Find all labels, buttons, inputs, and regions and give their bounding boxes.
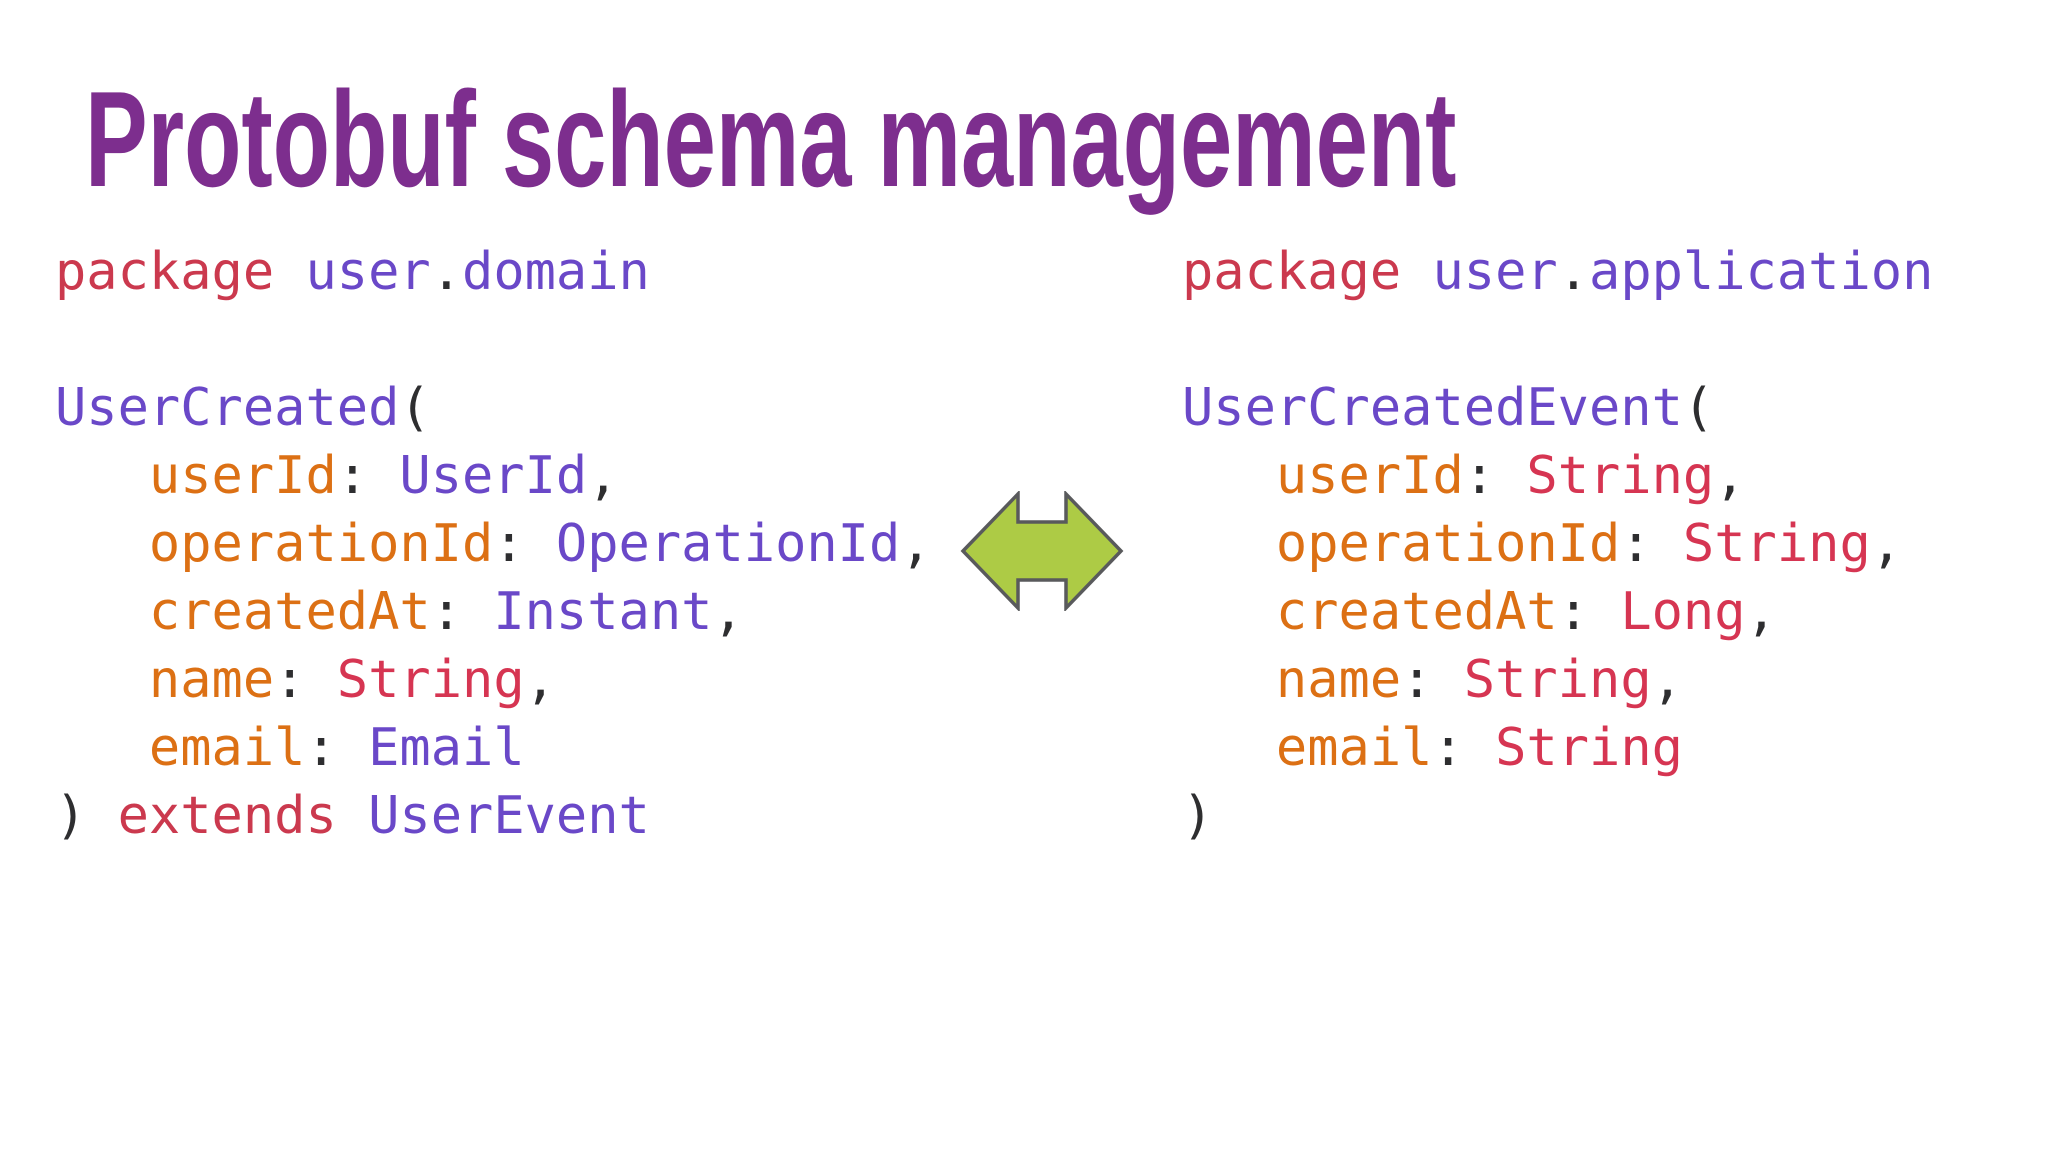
code-token-field: operationId	[148, 514, 494, 574]
code-line: )	[1182, 782, 1933, 850]
code-token-ident: Instant	[493, 582, 713, 642]
code-token-punct	[1182, 582, 1276, 642]
code-line	[55, 306, 932, 374]
code-token-punct: ,	[1651, 650, 1683, 710]
code-token-field: userId	[148, 446, 337, 506]
code-line: operationId: String,	[1182, 510, 1933, 578]
code-token-punct: :	[305, 718, 369, 778]
code-line: email: Email	[55, 714, 932, 782]
code-line: createdAt: Instant,	[55, 578, 932, 646]
code-token-builtin: String	[1463, 650, 1652, 710]
code-token-punct: :	[1620, 514, 1683, 574]
code-line: userId: String,	[1182, 442, 1933, 510]
code-token-punct: :	[1463, 446, 1527, 506]
code-token-punct	[1182, 718, 1276, 778]
code-token-punct: ,	[524, 650, 556, 710]
code-token-builtin: Long	[1620, 582, 1746, 642]
code-token-ident: user	[305, 242, 431, 302]
code-token-keyword: package	[1182, 242, 1402, 302]
code-token-ident: user	[1432, 242, 1558, 302]
code-token-punct	[55, 718, 149, 778]
code-token-ident: UserCreated	[55, 378, 400, 438]
code-token-punct	[1182, 650, 1276, 710]
code-token-punct: ,	[712, 582, 744, 642]
code-token-punct: (	[399, 378, 431, 438]
code-token-ident: UserEvent	[368, 786, 650, 846]
code-line: package user.application	[1182, 238, 1933, 306]
code-token-ident: UserId	[399, 446, 588, 506]
code-token-punct: (	[1682, 378, 1715, 438]
code-token-punct: )	[55, 786, 118, 846]
code-token-builtin: String	[1526, 446, 1715, 506]
code-token-builtin: String	[336, 650, 525, 710]
code-token-punct: :	[1557, 582, 1621, 642]
code-token-builtin: String	[1682, 514, 1871, 574]
code-token-punct	[55, 446, 149, 506]
code-token-punct: ,	[1870, 514, 1903, 574]
code-token-ident: application	[1589, 242, 1934, 302]
code-token-punct: ,	[587, 446, 619, 506]
code-token-punct: ,	[900, 514, 932, 574]
code-token-field: name	[1275, 650, 1402, 710]
code-token-keyword: package	[55, 242, 275, 302]
code-token-punct: .	[430, 242, 463, 302]
code-token-punct: :	[1432, 718, 1496, 778]
code-token-punct: .	[1557, 242, 1590, 302]
code-token-field: createdAt	[148, 582, 431, 642]
arrow-shape	[960, 491, 1124, 611]
code-token-punct: :	[274, 650, 337, 710]
code-token-punct: )	[1182, 786, 1214, 846]
code-token-field: userId	[1275, 446, 1464, 506]
code-line: ) extends UserEvent	[55, 782, 932, 850]
code-token-punct	[55, 650, 149, 710]
code-token-punct	[55, 514, 149, 574]
code-token-field: name	[148, 650, 275, 710]
code-line: package user.domain	[55, 238, 932, 306]
page-title: Protobuf schema management	[85, 63, 1457, 215]
code-token-field: email	[1275, 718, 1433, 778]
code-line: userId: UserId,	[55, 442, 932, 510]
code-token-builtin: String	[1495, 718, 1683, 778]
code-token-punct: :	[336, 446, 400, 506]
code-line: email: String	[1182, 714, 1933, 782]
code-token-punct	[274, 242, 305, 302]
code-token-keyword: extends	[117, 786, 337, 846]
code-token-punct: :	[493, 514, 556, 574]
code-line: UserCreated(	[55, 374, 932, 442]
code-token-ident: domain	[462, 242, 650, 302]
code-token-ident: UserCreatedEvent	[1182, 378, 1683, 438]
code-token-field: operationId	[1275, 514, 1621, 574]
code-token-field: email	[148, 718, 306, 778]
left-right-arrow-icon	[960, 491, 1124, 611]
code-token-ident: OperationId	[555, 514, 901, 574]
code-line: operationId: OperationId,	[55, 510, 932, 578]
code-token-punct	[1182, 446, 1276, 506]
code-token-punct	[1401, 242, 1432, 302]
code-line: createdAt: Long,	[1182, 578, 1933, 646]
code-token-punct	[1182, 514, 1276, 574]
code-line: name: String,	[55, 646, 932, 714]
code-token-punct: :	[430, 582, 494, 642]
code-line: UserCreatedEvent(	[1182, 374, 1933, 442]
code-token-field: createdAt	[1275, 582, 1558, 642]
code-token-punct: :	[1401, 650, 1464, 710]
code-line: name: String,	[1182, 646, 1933, 714]
code-token-punct	[55, 582, 149, 642]
code-line	[1182, 306, 1933, 374]
code-token-punct: ,	[1714, 446, 1746, 506]
code-token-punct	[337, 786, 368, 846]
code-token-punct: ,	[1745, 582, 1777, 642]
code-token-ident: Email	[368, 718, 525, 778]
